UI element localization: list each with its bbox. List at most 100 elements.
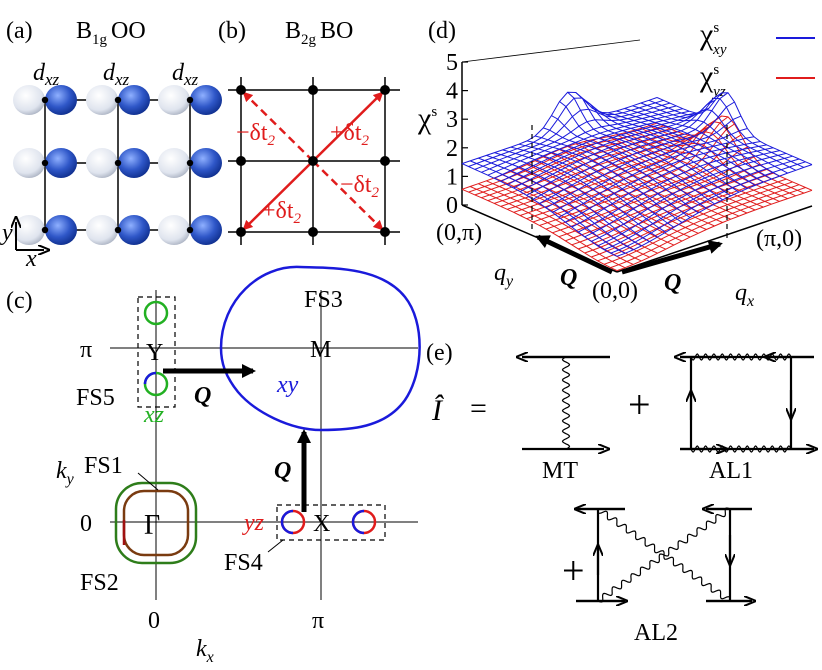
- panel-b-tag: (b): [218, 18, 246, 44]
- dxz-orbital: [86, 215, 150, 245]
- z-tick-label: 3: [446, 107, 458, 133]
- surface-gridline: [640, 102, 797, 171]
- panel-e: (e) Î = MT + AL1 +: [426, 340, 814, 646]
- dxz-orbital: [158, 148, 222, 178]
- fs4-blue-arc-left: [280, 509, 294, 535]
- panel-b-title-sub: 2g: [301, 32, 317, 48]
- fs4-blue-arc-right: [351, 509, 365, 535]
- surface-gridline: [474, 102, 671, 170]
- c-tick-pi-y: π: [80, 337, 92, 363]
- surface-gridline: [461, 91, 658, 165]
- z-tick-label: 1: [446, 164, 458, 190]
- fs5-label: FS5: [76, 385, 115, 411]
- point-m: M: [310, 337, 331, 363]
- panel-a-axis-x: x: [25, 246, 37, 272]
- corner-left-label: (0,π): [436, 220, 482, 246]
- dxz-orbital: [86, 148, 150, 178]
- panel-e-tag: (e): [426, 340, 453, 366]
- panel-c-axes: [110, 290, 418, 600]
- d-q-label-left: Q: [560, 265, 577, 291]
- surface-xy: [461, 91, 813, 257]
- d-q-arrow-right: [621, 240, 723, 275]
- panel-b-title-main: B: [285, 18, 301, 44]
- c-tick-pi-x: π: [312, 608, 324, 634]
- fs4-label: FS4: [224, 550, 263, 576]
- surface-gridline: [481, 130, 677, 199]
- lhs-i-hat: Î: [431, 394, 444, 427]
- z-tick-label: 2: [446, 136, 458, 162]
- panel-a-orbitals: [13, 85, 222, 245]
- panel-b-title-rest: BO: [320, 18, 353, 44]
- axis-qx: qx: [735, 280, 754, 310]
- panel-a-tag: (a): [6, 18, 33, 44]
- z-tick-label: 0: [446, 193, 458, 219]
- orbital-xz-label: xz: [143, 402, 165, 428]
- z-tick-label: 5: [446, 50, 458, 76]
- surface-gridline: [648, 97, 805, 168]
- surface-gridline: [468, 97, 664, 167]
- panel-a-axis-y: y: [0, 220, 13, 246]
- panel-c: (c) π 0 0 π ky kx FS3 M xy Γ FS1 FS2 Y: [6, 265, 421, 666]
- bond-plus-lower: [242, 160, 314, 231]
- z-tick-label: 4: [446, 79, 458, 105]
- diagram-al2: [576, 508, 752, 602]
- q-label-horizontal: Q: [194, 383, 211, 409]
- label-mt: MT: [542, 458, 578, 484]
- fs2-contour: [114, 481, 198, 565]
- z-axis-label: χs: [417, 102, 437, 135]
- surface-gridline: [656, 115, 813, 191]
- fs5-blue-arc: [143, 371, 157, 385]
- dxz-orbital: [158, 85, 222, 115]
- panel-a-axes: y x: [0, 220, 44, 272]
- orbital-dxz-label: dxz: [172, 60, 199, 89]
- dxz-orbital: [158, 215, 222, 245]
- fs4-pointer: [267, 539, 284, 553]
- corner-right-label: (π,0): [756, 226, 802, 252]
- c-tick-zero-x: 0: [148, 608, 160, 634]
- bond-minus-lower: [312, 160, 384, 231]
- orbital-dxz-label: dxz: [33, 60, 60, 89]
- axis-qy: qy: [494, 260, 514, 290]
- q-label-vertical: Q: [274, 458, 291, 484]
- panel-a-title-sub: 1g: [92, 32, 108, 48]
- panel-c-tag: (c): [6, 288, 33, 314]
- diagram-al1: [680, 354, 814, 452]
- dxz-orbital: [86, 85, 150, 115]
- c-axis-kx: kx: [196, 636, 214, 666]
- d-q-arrow-left: [535, 234, 614, 275]
- surface-gridline: [487, 108, 683, 176]
- surface-gridline: [632, 105, 788, 174]
- bond-minus-upper: [242, 91, 314, 162]
- equals-sign: =: [470, 392, 487, 425]
- fs5-pocket-upper: [143, 300, 169, 326]
- surface-gridline: [481, 105, 677, 173]
- bond-label-minus-left: −δt2: [236, 120, 276, 149]
- c-tick-zero-y: 0: [80, 511, 92, 537]
- point-x: X: [313, 511, 330, 537]
- surface-gridline: [632, 130, 788, 200]
- panel-d-tag: (d): [428, 18, 456, 44]
- fs3-contour: [219, 265, 421, 432]
- fs4-box: [276, 504, 386, 541]
- diagram-mt: [522, 357, 610, 449]
- point-y: Y: [146, 340, 163, 366]
- fs3-label: FS3: [304, 287, 343, 313]
- panel-b-sites: [236, 85, 390, 237]
- plus-sign-2: +: [562, 548, 585, 593]
- dxz-orbital: [13, 85, 77, 115]
- dxz-orbital: [13, 215, 77, 245]
- label-al2: AL2: [634, 620, 678, 646]
- panel-a-title-main: B: [76, 18, 92, 44]
- bond-label-plus-left: +δt2: [262, 198, 302, 227]
- fs5-box: [137, 296, 176, 408]
- surface-gridline: [656, 92, 813, 166]
